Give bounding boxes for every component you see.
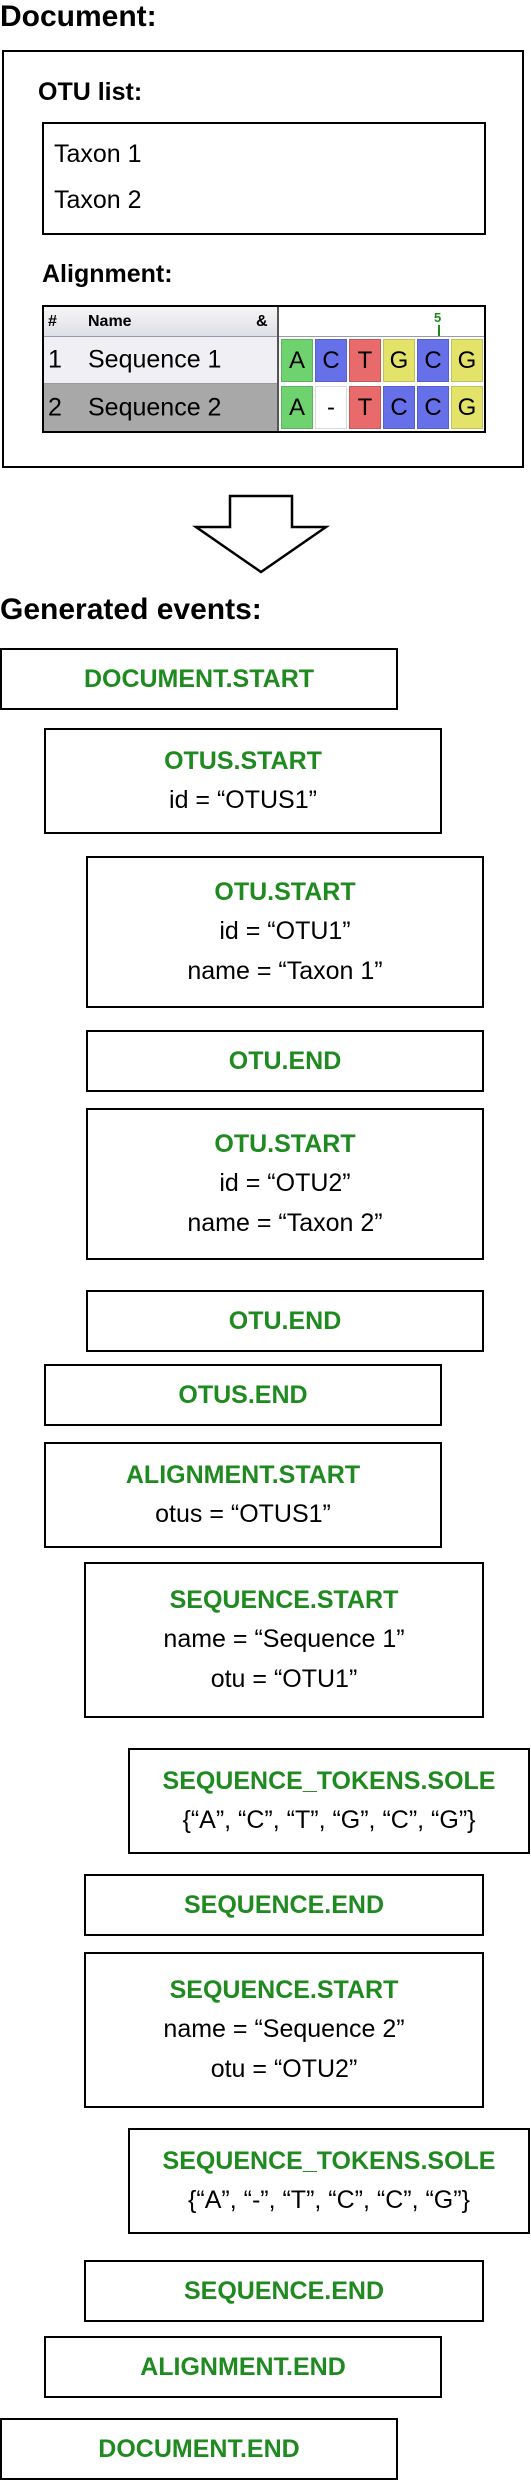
alignment-row: 2 Sequence 2 bbox=[44, 384, 277, 431]
alignment-divider bbox=[277, 307, 279, 431]
sequence-token: C bbox=[383, 386, 415, 429]
event-title: SEQUENCE_TOKENS.SOLE bbox=[162, 1766, 496, 1795]
sequence-token: T bbox=[349, 339, 381, 382]
event-attribute: otus = “OTUS1” bbox=[155, 1500, 331, 1529]
column-marker: 5 bbox=[434, 310, 442, 325]
row-name: Sequence 1 bbox=[88, 345, 222, 374]
event-attribute: name = “Taxon 1” bbox=[187, 957, 383, 986]
event-attribute: id = “OTUS1” bbox=[169, 786, 317, 815]
header-amp: & bbox=[256, 312, 268, 330]
event-box: ALIGNMENT.START otus = “OTUS1” bbox=[44, 1442, 442, 1548]
sequence-token: A bbox=[281, 386, 313, 429]
event-title: DOCUMENT.START bbox=[83, 664, 315, 693]
event-attribute: name = “Taxon 2” bbox=[187, 1209, 383, 1238]
event-box: OTUS.START id = “OTUS1” bbox=[44, 728, 442, 834]
down-arrow-icon bbox=[192, 494, 330, 574]
event-box: DOCUMENT.END bbox=[0, 2418, 398, 2480]
event-box: SEQUENCE_TOKENS.SOLE {“A”, “-”, “T”, “C”,… bbox=[128, 2128, 530, 2234]
alignment-label: Alignment: bbox=[42, 260, 173, 288]
event-box: OTU.END bbox=[86, 1290, 484, 1352]
row-number: 1 bbox=[48, 345, 62, 374]
alignment-row: 1 Sequence 1 bbox=[44, 337, 277, 384]
column-marker-tick bbox=[438, 325, 440, 336]
event-title: OTU.END bbox=[228, 1306, 342, 1335]
event-box: OTU.START id = “OTU2” name = “Taxon 2” bbox=[86, 1108, 484, 1260]
otu-list-box bbox=[42, 122, 486, 235]
sequence-token: C bbox=[315, 339, 347, 382]
header-number: # bbox=[48, 312, 57, 330]
event-box: OTUS.END bbox=[44, 1364, 442, 1426]
otu-list-item: Taxon 2 bbox=[54, 186, 142, 214]
sequence-token: G bbox=[451, 386, 483, 429]
event-attribute: id = “OTU2” bbox=[219, 1169, 351, 1198]
event-box: SEQUENCE.START name = “Sequence 1” otu = “… bbox=[84, 1562, 484, 1718]
event-attribute: id = “OTU1” bbox=[219, 917, 351, 946]
event-box: SEQUENCE.START name = “Sequence 2” otu = “… bbox=[84, 1952, 484, 2108]
event-title: OTU.START bbox=[214, 1129, 356, 1158]
event-title: OTU.START bbox=[214, 877, 356, 906]
event-attribute: {“A”, “C”, “T”, “G”, “C”, “G”} bbox=[182, 1806, 476, 1835]
sequence-token: G bbox=[383, 339, 415, 382]
event-box: SEQUENCE.END bbox=[84, 1874, 484, 1936]
event-title: SEQUENCE.START bbox=[169, 1585, 399, 1614]
sequence-token: - bbox=[315, 386, 347, 429]
otu-list-item: Taxon 1 bbox=[54, 140, 142, 168]
event-title: OTU.END bbox=[228, 1046, 342, 1075]
event-box: OTU.START id = “OTU1” name = “Taxon 1” bbox=[86, 856, 484, 1008]
event-attribute: {“A”, “-”, “T”, “C”, “C”, “G”} bbox=[188, 2186, 470, 2215]
sequence-token: G bbox=[451, 339, 483, 382]
event-title: SEQUENCE.START bbox=[169, 1975, 399, 2004]
event-box: DOCUMENT.START bbox=[0, 648, 398, 710]
event-title: ALIGNMENT.START bbox=[125, 1460, 361, 1489]
document-heading: Document: bbox=[0, 0, 157, 33]
sequence-token: T bbox=[349, 386, 381, 429]
events-heading: Generated events: bbox=[0, 593, 262, 626]
event-title: SEQUENCE.END bbox=[183, 1890, 385, 1919]
event-box: ALIGNMENT.END bbox=[44, 2336, 442, 2398]
event-title: SEQUENCE.END bbox=[183, 2276, 385, 2305]
event-box: SEQUENCE.END bbox=[84, 2260, 484, 2322]
otu-list-label: OTU list: bbox=[38, 78, 143, 106]
event-title: DOCUMENT.END bbox=[98, 2434, 300, 2463]
alignment-header: # Name & bbox=[44, 307, 277, 337]
sequence-token: C bbox=[417, 339, 449, 382]
event-attribute: otu = “OTU2” bbox=[210, 2055, 358, 2084]
sequence-token: C bbox=[417, 386, 449, 429]
event-attribute: name = “Sequence 1” bbox=[163, 1625, 405, 1654]
event-box: OTU.END bbox=[86, 1030, 484, 1092]
event-box: SEQUENCE_TOKENS.SOLE {“A”, “C”, “T”, “G”,… bbox=[128, 1748, 530, 1854]
event-title: OTUS.START bbox=[164, 746, 322, 775]
header-name: Name bbox=[88, 312, 132, 330]
sequence-token: A bbox=[281, 339, 313, 382]
alignment-name-panel: # Name & 1 Sequence 1 2 Sequence 2 bbox=[44, 307, 277, 431]
event-title: SEQUENCE_TOKENS.SOLE bbox=[162, 2146, 496, 2175]
event-title: OTUS.END bbox=[178, 1380, 308, 1409]
event-attribute: name = “Sequence 2” bbox=[163, 2015, 405, 2044]
row-name: Sequence 2 bbox=[88, 393, 222, 421]
event-title: ALIGNMENT.END bbox=[140, 2352, 346, 2381]
row-number: 2 bbox=[48, 393, 62, 421]
event-attribute: otu = “OTU1” bbox=[210, 1665, 358, 1694]
document-frame bbox=[2, 50, 524, 468]
token-header: 5 bbox=[279, 307, 484, 337]
